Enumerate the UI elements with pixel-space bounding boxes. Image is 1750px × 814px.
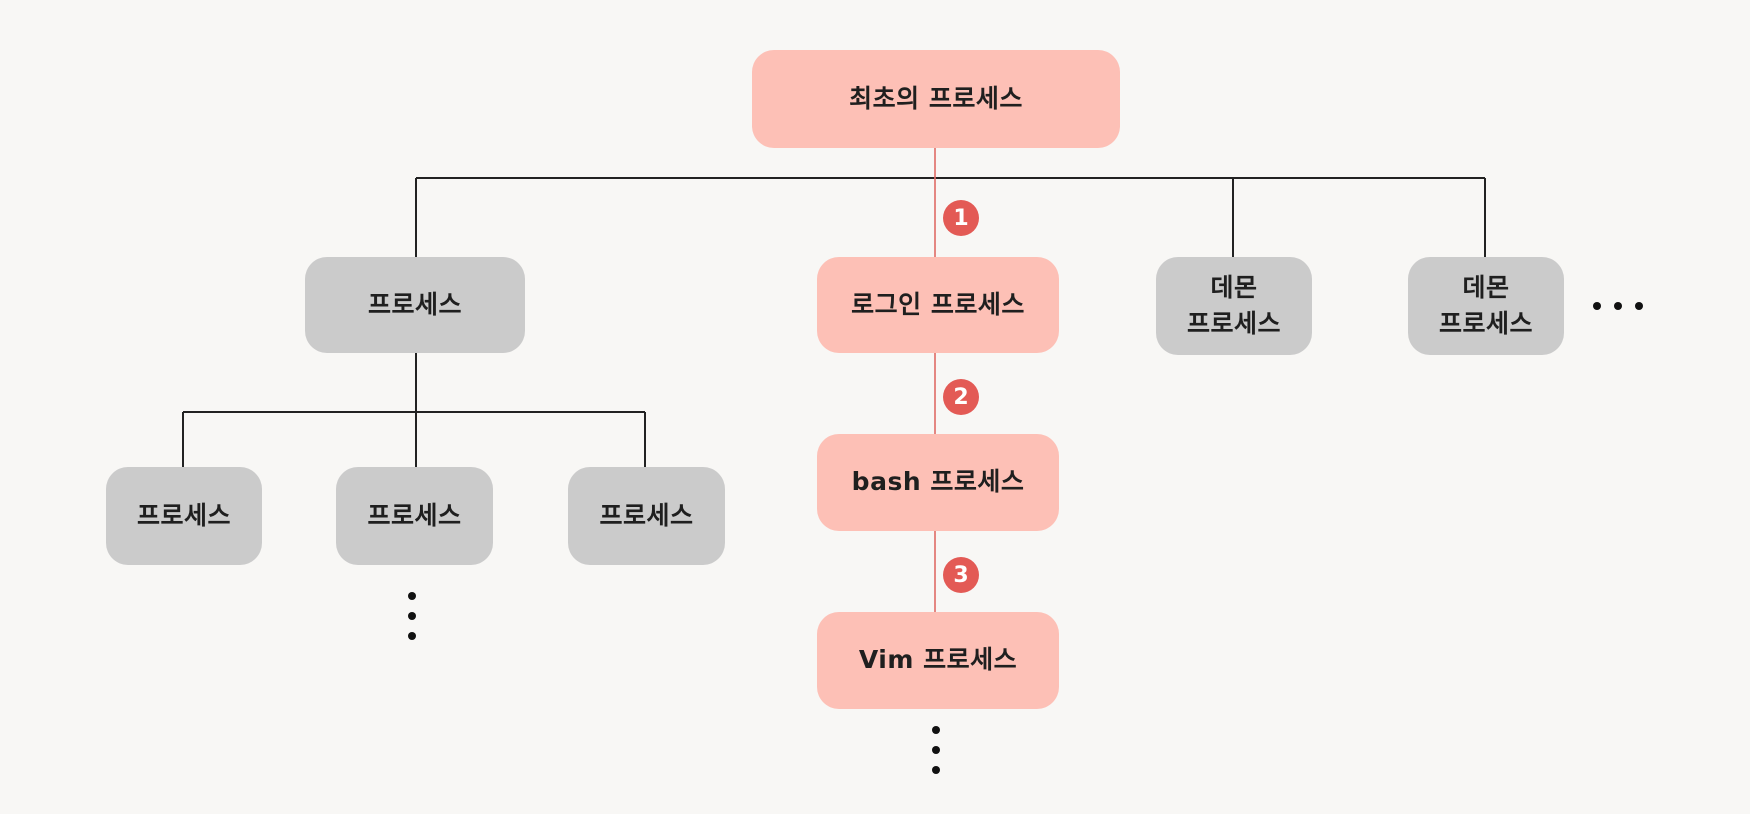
daemon-process-2-line2: 프로세스 [1438, 309, 1533, 338]
process-a-child3-node: 프로세스 [568, 467, 725, 565]
login-process-label: 로그인 프로세스 [851, 289, 1025, 319]
daemon-process-1-line1: 데몬 [1210, 272, 1258, 302]
step-1-number: 1 [953, 205, 969, 231]
process-a-child2-node: 프로세스 [336, 467, 493, 565]
more-siblings-ellipsis [1593, 301, 1643, 311]
step-2-badge: 2 [943, 379, 979, 415]
daemon-process-1-node: 데몬 프로세스 [1156, 257, 1312, 355]
ellipsis-dot [408, 592, 416, 600]
root-process-label: 최초의 프로세스 [849, 83, 1023, 113]
ellipsis-dot [932, 726, 940, 734]
process-a-label: 프로세스 [367, 289, 462, 319]
process-a-node: 프로세스 [305, 257, 525, 353]
step-1-badge: 1 [943, 200, 979, 236]
vim-process-node: Vim 프로세스 [817, 612, 1059, 709]
ellipsis-dot [408, 612, 416, 620]
ellipsis-dot [1635, 302, 1643, 310]
daemon-process-2-line1: 데몬 [1462, 272, 1510, 302]
process-a-child1-node: 프로세스 [106, 467, 262, 565]
ellipsis-dot [1614, 302, 1622, 310]
step-2-number: 2 [953, 384, 969, 410]
login-process-node: 로그인 프로세스 [817, 257, 1059, 353]
ellipsis-dot [1593, 302, 1601, 310]
daemon-process-1-line2: 프로세스 [1186, 309, 1281, 338]
step-3-number: 3 [953, 562, 969, 588]
daemon-process-2-node: 데몬 프로세스 [1408, 257, 1564, 355]
process-a-child1-label: 프로세스 [136, 500, 231, 530]
ellipsis-dot [932, 746, 940, 754]
bash-process-label: bash 프로세스 [851, 467, 1025, 497]
more-descendants-ellipsis [931, 726, 941, 774]
process-a-child2-label: 프로세스 [367, 500, 462, 530]
bash-process-node: bash 프로세스 [817, 434, 1059, 531]
vim-process-label: Vim 프로세스 [858, 645, 1018, 675]
root-process-node: 최초의 프로세스 [752, 50, 1120, 148]
ellipsis-dot [408, 632, 416, 640]
process-a-child3-label: 프로세스 [599, 500, 694, 530]
more-children-ellipsis [407, 592, 417, 640]
ellipsis-dot [932, 766, 940, 774]
step-3-badge: 3 [943, 557, 979, 593]
